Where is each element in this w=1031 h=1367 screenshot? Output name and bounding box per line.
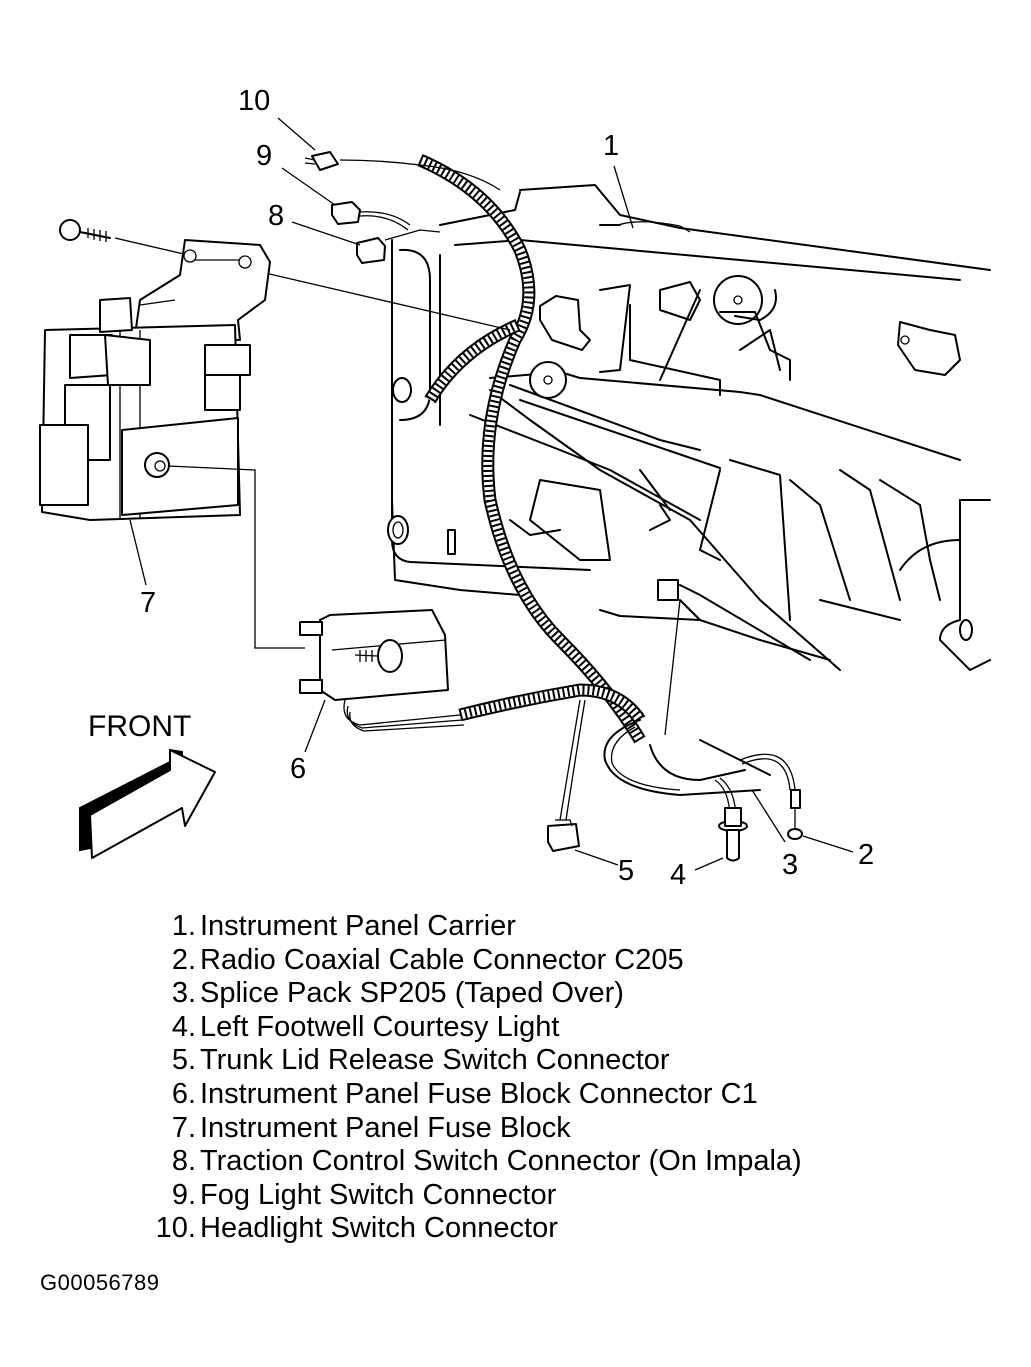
callout-1: 1 bbox=[603, 130, 619, 162]
legend-item: 1.Instrument Panel Carrier bbox=[140, 910, 802, 944]
legend-label: Instrument Panel Fuse Block bbox=[200, 1111, 571, 1144]
legend-item: 7.Instrument Panel Fuse Block bbox=[140, 1112, 802, 1146]
legend-item: 4.Left Footwell Courtesy Light bbox=[140, 1011, 802, 1045]
callout-3: 3 bbox=[782, 849, 798, 881]
headlight-switch-connector bbox=[304, 151, 339, 171]
callout-10: 10 bbox=[238, 85, 270, 117]
legend-label: Instrument Panel Carrier bbox=[200, 910, 516, 942]
callout-8: 8 bbox=[268, 200, 284, 232]
trunk-lid-release-switch-connector bbox=[547, 819, 580, 852]
legend-number: 5. bbox=[171, 1044, 196, 1077]
legend-number: 6. bbox=[171, 1077, 196, 1110]
legend-label: Fog Light Switch Connector bbox=[200, 1178, 557, 1211]
fuse-block-connector-c1 bbox=[299, 609, 449, 701]
legend-item: 2.Radio Coaxial Cable Connector C205 bbox=[140, 944, 802, 978]
legend-number: 9. bbox=[171, 1178, 196, 1211]
component-legend: 1.Instrument Panel Carrier 2.Radio Coaxi… bbox=[140, 910, 802, 1246]
callout-4: 4 bbox=[670, 859, 686, 891]
legend-label: Trunk Lid Release Switch Connector bbox=[200, 1044, 670, 1077]
legend-number: 7. bbox=[171, 1111, 196, 1144]
legend-label: Headlight Switch Connector bbox=[200, 1212, 558, 1245]
legend-label: Splice Pack SP205 (Taped Over) bbox=[200, 977, 624, 1010]
mounting-bolt bbox=[59, 219, 511, 331]
legend-item: 9.Fog Light Switch Connector bbox=[140, 1179, 802, 1213]
leader-lines bbox=[129, 117, 854, 871]
legend-number: 1. bbox=[171, 910, 196, 942]
legend-label: Traction Control Switch Connector (On Im… bbox=[200, 1145, 802, 1178]
legend-item: 8.Traction Control Switch Connector (On … bbox=[140, 1145, 802, 1179]
legend-number: 3. bbox=[171, 977, 196, 1010]
legend-number: 4. bbox=[171, 1010, 196, 1043]
callout-5: 5 bbox=[618, 855, 634, 887]
callout-7: 7 bbox=[140, 587, 156, 619]
legend-number: 10. bbox=[155, 1212, 196, 1245]
callout-2: 2 bbox=[858, 839, 874, 871]
instrument-panel-carrier bbox=[387, 184, 991, 671]
legend-number: 8. bbox=[171, 1145, 196, 1178]
front-direction-arrow-icon bbox=[79, 748, 216, 859]
main-wiring-harness bbox=[339, 154, 796, 821]
legend-item: 5.Trunk Lid Release Switch Connector bbox=[140, 1044, 802, 1078]
left-footwell-courtesy-light bbox=[718, 807, 748, 862]
legend-item: 3.Splice Pack SP205 (Taped Over) bbox=[140, 977, 802, 1011]
radio-coaxial-cable-connector bbox=[787, 789, 803, 840]
callout-9: 9 bbox=[256, 140, 272, 172]
figure-id: G00056789 bbox=[40, 1270, 160, 1295]
fog-light-switch-connector bbox=[331, 201, 411, 231]
legend-item: 6.Instrument Panel Fuse Block Connector … bbox=[140, 1078, 802, 1112]
legend-label: Radio Coaxial Cable Connector C205 bbox=[200, 943, 684, 976]
legend-item: 10.Headlight Switch Connector bbox=[140, 1212, 802, 1246]
legend-number: 2. bbox=[171, 943, 196, 976]
traction-control-switch-connector bbox=[356, 229, 441, 264]
legend-label: Left Footwell Courtesy Light bbox=[200, 1010, 560, 1043]
instrument-panel-fuse-block bbox=[39, 239, 305, 649]
wiring-diagram: FRONT 1 2 3 4 5 6 7 8 9 10 bbox=[39, 85, 991, 891]
callout-6: 6 bbox=[290, 753, 306, 785]
legend-label: Instrument Panel Fuse Block Connector C1 bbox=[200, 1077, 758, 1110]
front-direction-label: FRONT bbox=[88, 710, 191, 743]
